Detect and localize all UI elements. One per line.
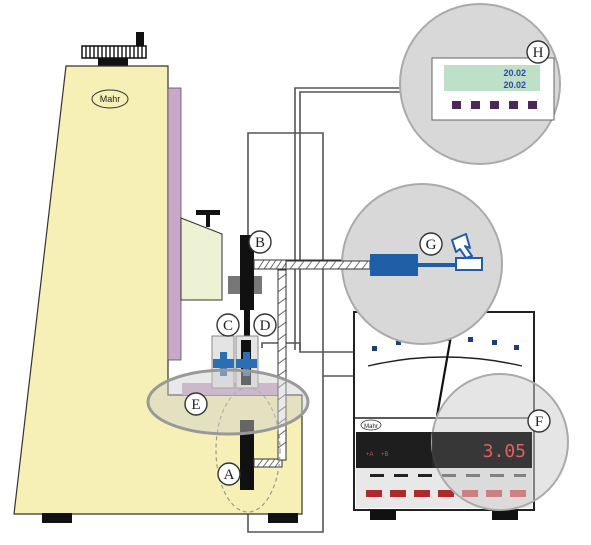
- probe-upper: [240, 235, 254, 310]
- sensor-tip: [418, 263, 456, 267]
- probe-assembly: [211, 235, 345, 513]
- meter-channel-b: +B: [381, 452, 389, 458]
- stand-foot-left: [42, 513, 72, 523]
- wiring: [247, 87, 432, 533]
- zoom-e: [146, 368, 310, 436]
- zoom-g: [285, 183, 503, 345]
- svg-text:C: C: [223, 318, 233, 334]
- svg-text:D: D: [260, 318, 271, 334]
- stand-column: [167, 87, 182, 361]
- stand-top-post: [136, 32, 144, 46]
- probe-lower-cable: [253, 458, 283, 468]
- callout-b: B: [248, 230, 272, 254]
- meter-needle: [435, 329, 454, 417]
- callout-h: H: [526, 40, 550, 64]
- probe-vertical-cable: [277, 269, 287, 461]
- svg-text:H: H: [533, 45, 544, 61]
- callout-a: A: [217, 462, 241, 486]
- probe-arm: [180, 217, 223, 301]
- zoom-h: 20.02 20.02: [399, 3, 561, 165]
- knurl-ridges: [85, 46, 143, 58]
- sensor-body: [370, 254, 418, 276]
- readout-pink-buttons: [462, 490, 526, 497]
- meter-logo: Mahr: [364, 424, 378, 430]
- callout-g: G: [419, 232, 443, 256]
- display-line-2: 20.02: [503, 80, 526, 90]
- sensor-target: [455, 257, 483, 271]
- svg-text:A: A: [224, 467, 235, 483]
- fixture-d-clamp: [236, 352, 257, 376]
- sensor-cable-hatch: [289, 260, 369, 270]
- display-line-1: 20.02: [503, 68, 526, 78]
- zoom-f: 3.05: [431, 373, 569, 511]
- stand-logo-badge: [91, 89, 129, 109]
- svg-text:F: F: [535, 414, 543, 430]
- callout-f: F: [527, 409, 551, 433]
- callouts: A B C D E F G H: [184, 40, 551, 486]
- arm-post: [206, 213, 210, 227]
- probe-stem: [244, 310, 250, 340]
- stand: Mahr: [13, 32, 303, 523]
- stand-logo: Mahr: [100, 94, 121, 104]
- callout-e: E: [184, 392, 208, 416]
- cable-hatch-vertical: [277, 273, 287, 449]
- svg-text:G: G: [426, 237, 437, 253]
- stand-foot-right: [268, 513, 298, 523]
- meter-readout: 3.05: [483, 441, 526, 462]
- callout-d: D: [253, 313, 277, 337]
- meter-channel-a: +A: [366, 452, 374, 458]
- display-buttons: [452, 101, 537, 109]
- meter-logo-badge: [360, 419, 382, 431]
- probe-lower: [240, 420, 254, 490]
- arm-cap: [196, 210, 220, 215]
- svg-text:E: E: [191, 397, 200, 413]
- display-screen: [444, 65, 540, 91]
- sensor-arrow-icon: [451, 233, 473, 259]
- fixture-c-clamp: [213, 352, 234, 376]
- meter-foot-left: [370, 510, 396, 520]
- stand-body: [13, 65, 303, 515]
- zone-a-outline: [215, 387, 281, 513]
- svg-text:B: B: [255, 235, 265, 251]
- callout-c: C: [216, 313, 240, 337]
- readout-panel: [432, 432, 532, 468]
- meter-foot-right: [492, 510, 518, 520]
- stand-knob-base: [98, 58, 128, 67]
